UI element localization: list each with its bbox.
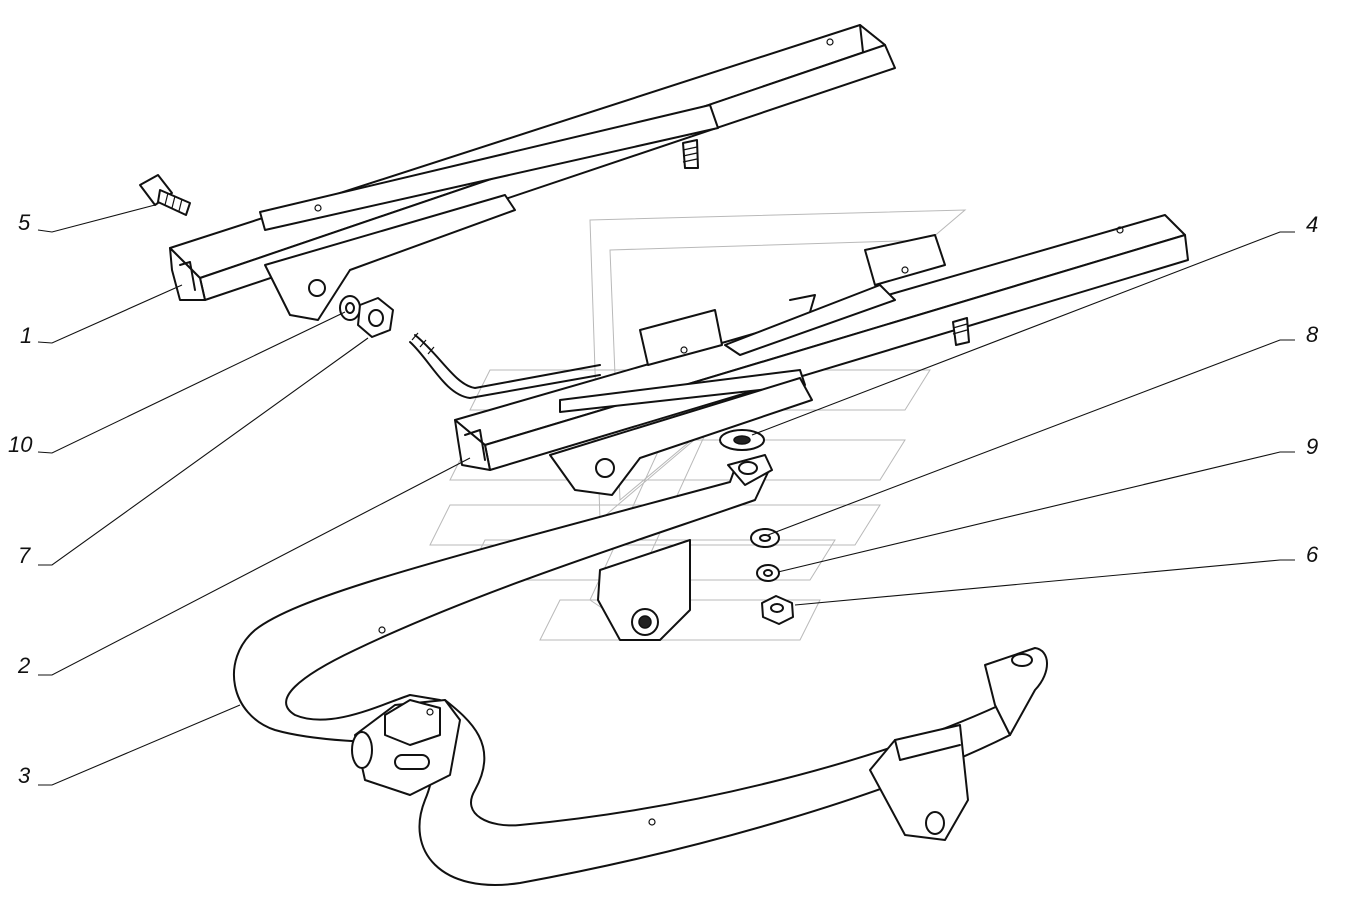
washer-8	[750, 528, 780, 548]
callout-4: 4	[1306, 212, 1318, 237]
lower-seat-rail	[409, 214, 1189, 496]
nut-7	[357, 297, 394, 338]
callout-labels: 5 1 10 7 2 3 4 8 9 6	[8, 210, 1319, 788]
callout-9: 9	[1306, 434, 1318, 459]
callout-10: 10	[8, 432, 33, 457]
nut-6	[761, 595, 794, 625]
upper-seat-rail	[169, 24, 896, 321]
spring-washer-10	[339, 295, 361, 321]
leader-lines	[37, 204, 1295, 786]
callout-8: 8	[1306, 322, 1319, 347]
callout-5: 5	[18, 210, 31, 235]
callout-3: 3	[18, 763, 31, 788]
callout-6: 6	[1306, 542, 1319, 567]
callout-1: 1	[20, 323, 32, 348]
callout-7: 7	[18, 543, 31, 568]
seat-frame-tube	[233, 454, 1048, 886]
callout-2: 2	[17, 653, 30, 678]
spring-washer-9	[756, 564, 780, 582]
bolt-5	[139, 174, 191, 216]
